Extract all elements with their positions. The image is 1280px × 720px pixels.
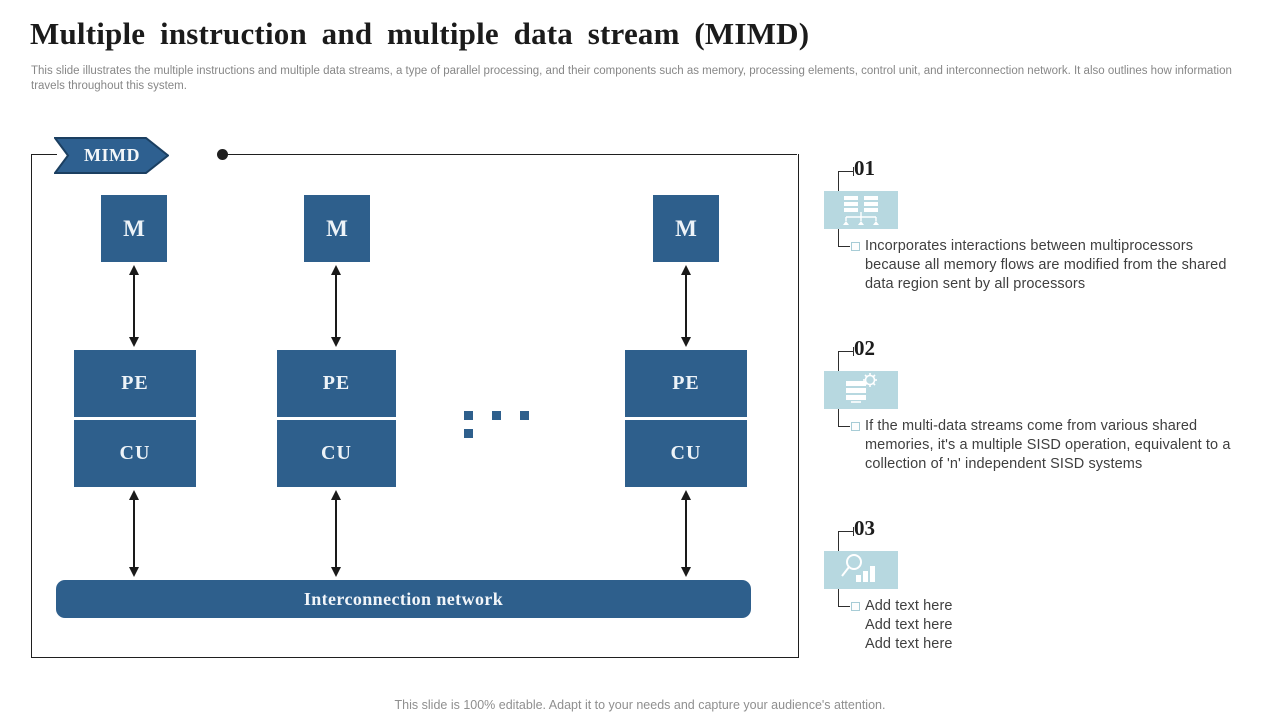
control-unit-box: CU [277, 420, 396, 487]
processing-element-box: PE [74, 350, 196, 417]
placeholder-text-line: Add text here [865, 598, 953, 614]
pe-cu-stack-2: PE CU [277, 350, 396, 487]
cu-label: CU [670, 442, 702, 464]
item-number: 01 [854, 156, 875, 180]
memory-box-2: M [304, 195, 370, 262]
pe-label: PE [322, 372, 351, 394]
mimd-banner-shape [54, 137, 169, 174]
double-arrow-cu-bus-3 [681, 490, 691, 577]
bracket-line [838, 606, 850, 607]
control-unit-box: CU [74, 420, 196, 487]
double-arrow-cu-bus-2 [331, 490, 341, 577]
bracket-line [838, 351, 853, 352]
double-arrow-m-pe-2 [331, 265, 341, 347]
bracket-tick [853, 167, 854, 176]
panel-item-03: 03 Add text here Add text here Add text … [824, 516, 1256, 695]
connector-dot [217, 149, 228, 160]
double-arrow-m-pe-3 [681, 265, 691, 347]
bracket-line [838, 171, 853, 172]
search-analytics-icon [824, 551, 898, 589]
square-bullet [851, 242, 860, 251]
multiprocessor-network-icon [824, 191, 898, 229]
mimd-banner-label: MIMD [84, 145, 140, 165]
placeholder-text-line: Add text here [865, 636, 953, 652]
memory-label: M [123, 215, 145, 241]
bracket-line [838, 246, 850, 247]
item-text: Incorporates interactions between multip… [865, 238, 1227, 292]
frame-top-left-segment [31, 154, 57, 155]
item-number: 02 [854, 336, 875, 360]
diagram-frame [31, 154, 799, 658]
cu-label: CU [119, 442, 151, 464]
slide-description: This slide illustrates the multiple inst… [31, 65, 1232, 92]
memory-box-1: M [101, 195, 167, 262]
panel-item-01: 01 Incorporates interactions between m [824, 156, 1256, 335]
ellipsis-dot [492, 411, 501, 420]
panel-item-02: 02 If the multi-data streams come [824, 336, 1256, 515]
double-arrow-m-pe-1 [129, 265, 139, 347]
pe-cu-stack-1: PE CU [74, 350, 196, 487]
bracket-tick [853, 527, 854, 536]
pe-cu-stack-3: PE CU [625, 350, 747, 487]
item-number: 03 [854, 516, 875, 540]
memory-label: M [675, 215, 697, 241]
memory-label: M [326, 215, 348, 241]
bracket-tick [853, 347, 854, 356]
double-arrow-cu-bus-1 [129, 490, 139, 577]
ellipsis-dot [520, 411, 529, 420]
item-text: If the multi-data streams come from vari… [865, 418, 1231, 472]
pe-label: PE [672, 372, 700, 394]
bracket-line [838, 426, 850, 427]
square-bullet [851, 602, 860, 611]
cu-label: CU [321, 442, 352, 464]
item-text-lines: Add text here Add text here Add text her… [865, 597, 1237, 654]
ellipsis-dot [464, 429, 473, 438]
interconnection-network-bar: Interconnection network [56, 580, 751, 618]
control-unit-box: CU [625, 420, 747, 487]
square-bullet [851, 422, 860, 431]
pe-label: PE [121, 372, 149, 394]
footer-note: This slide is 100% editable. Adapt it to… [394, 698, 886, 712]
bus-label: Interconnection network [303, 588, 504, 609]
bracket-line [838, 531, 853, 532]
ellipsis-dots [464, 407, 564, 438]
processing-element-box: PE [625, 350, 747, 417]
page-title: Multiple instruction and multiple data s… [30, 16, 810, 51]
memory-box-3: M [653, 195, 719, 262]
frame-top-main-segment [226, 154, 797, 155]
processing-element-box: PE [277, 350, 396, 417]
ellipsis-dot [464, 411, 473, 420]
placeholder-text-line: Add text here [865, 617, 953, 633]
shared-memory-gear-icon [824, 371, 898, 409]
